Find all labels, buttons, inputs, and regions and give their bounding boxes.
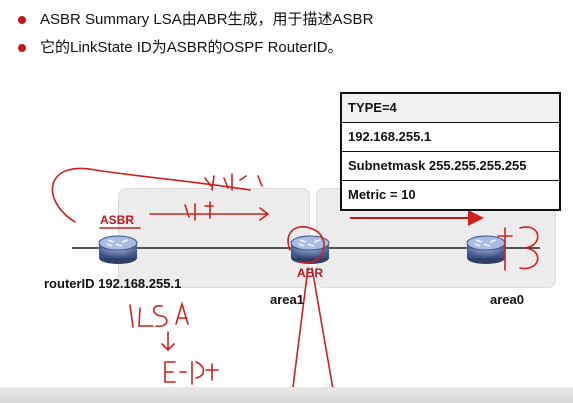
- abr-role-label: ABR: [297, 266, 323, 280]
- bullet-list: ASBR Summary LSA由ABR生成，用于描述ASBR 它的LinkSt…: [18, 10, 373, 66]
- slide-footer-band: [0, 387, 573, 403]
- lsa-type-row: TYPE=4: [342, 94, 559, 123]
- lsa-subnetmask-row: Subnetmask 255.255.255.255: [342, 152, 559, 181]
- lsa-metric-row: Metric = 10: [348, 187, 416, 202]
- bullet-dot-icon: [18, 16, 26, 24]
- router-id-label: routerID 192.168.255.1: [44, 276, 182, 291]
- bullet-item: 它的LinkState ID为ASBR的OSPF RouterID。: [18, 38, 373, 58]
- bullet-dot-icon: [18, 44, 26, 52]
- lsa-link-state-id-row: 192.168.255.1: [342, 123, 559, 152]
- bullet-text: ASBR Summary LSA由ABR生成，用于描述ASBR: [40, 11, 374, 28]
- lsa-detail-box: TYPE=4 192.168.255.1 Subnetmask 255.255.…: [340, 92, 561, 211]
- area1-region: [118, 188, 310, 288]
- router-asbr-icon[interactable]: [98, 235, 138, 264]
- area1-label: area1: [270, 292, 304, 307]
- area0-label: area0: [490, 292, 524, 307]
- router-abr-icon[interactable]: [290, 235, 330, 264]
- asbr-role-label: ASBR: [100, 213, 135, 227]
- bullet-item: ASBR Summary LSA由ABR生成，用于描述ASBR: [18, 10, 373, 30]
- router-area0-icon[interactable]: [466, 235, 506, 264]
- bullet-text: 它的LinkState ID为ASBR的OSPF RouterID。: [40, 39, 343, 56]
